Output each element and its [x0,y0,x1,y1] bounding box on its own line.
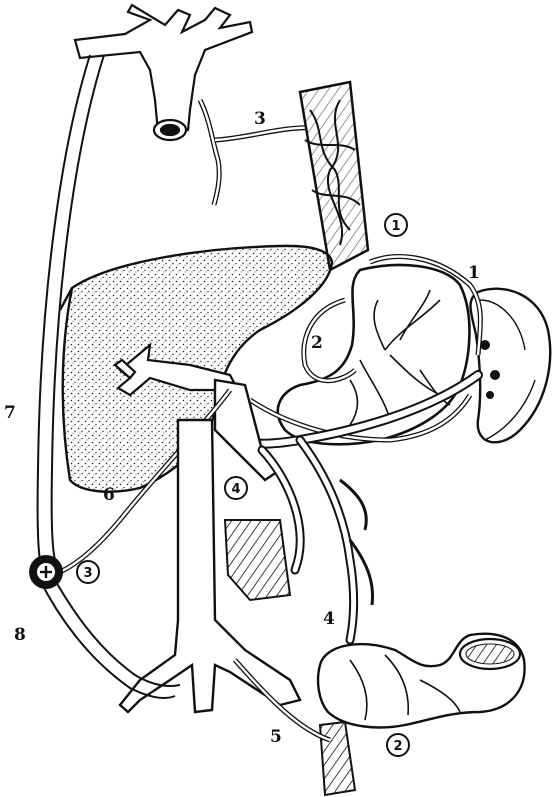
label-2: 2 [311,333,323,353]
circled-label-3: 3 [77,561,99,583]
label-5: 5 [270,727,282,747]
circled-label-2: 2 [387,734,409,756]
svg-text:3: 3 [83,566,92,581]
svg-text:2: 2 [393,739,402,754]
label-6: 6 [103,485,115,505]
rectal-venous-plexus [320,722,355,795]
label-3: 3 [254,109,266,129]
label-1: 1 [468,263,480,283]
umbilicus-node [29,555,63,589]
circled-label-4: 4 [225,477,247,499]
label-8: 8 [14,625,26,645]
svg-text:4: 4 [231,482,240,497]
colon [318,634,524,728]
retroperitoneal-plexus [225,520,290,600]
svg-text:1: 1 [391,219,400,234]
label-7: 7 [4,403,16,423]
label-4: 4 [323,609,335,629]
esophageal-venous-plexus [300,82,368,270]
superior-vena-cava [75,5,252,140]
circled-label-1: 1 [385,214,407,236]
